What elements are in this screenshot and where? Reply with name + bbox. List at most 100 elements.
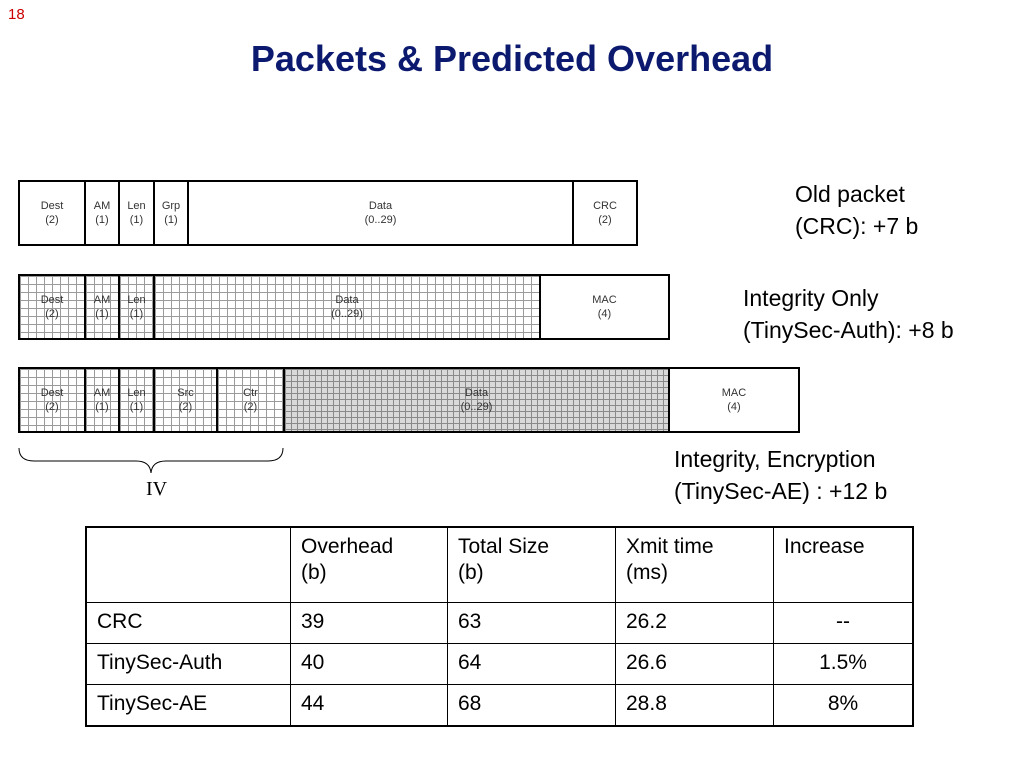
field-mac: MAC (4) [541,276,668,338]
field-grp: Grp (1) [155,182,189,244]
field-name: Grp [161,200,181,212]
table-cell: 68 [447,684,616,727]
table-cell: 44 [290,684,448,727]
field-am: AM (1) [86,369,120,431]
field-size: (1) [129,308,144,320]
header-text: (ms) [626,561,668,584]
packet-ae: Dest (2) AM (1) Len (1) Src (2) Ctr (2) … [18,367,800,433]
field-am: AM (1) [86,276,120,338]
table-cell: 40 [290,643,448,685]
header-cell: Xmit time (ms) [615,526,774,603]
field-name: Dest [40,387,64,399]
field-name: Len [127,200,146,212]
field-name: MAC [592,294,617,306]
caption-line: Old packet [795,181,905,207]
table-row: CRC 39 63 26.2 -- [85,602,914,644]
field-size: (0..29) [331,308,363,320]
field-size: (1) [95,401,109,413]
header-text: Xmit time [626,535,714,558]
caption-line: (TinySec-AE) : +12 b [674,478,888,504]
field-name: Ctr [243,387,258,399]
iv-brace [18,447,284,474]
table-cell: TinySec-AE [85,684,291,727]
field-dest: Dest (2) [20,276,86,338]
field-size: (2) [45,308,59,320]
field-size: (1) [129,401,144,413]
field-name: Data [464,387,489,399]
field-name: Src [177,387,194,399]
field-mac: MAC (4) [670,369,798,431]
field-size: (4) [597,308,612,320]
table-row: TinySec-AE 44 68 28.8 8% [85,684,914,727]
table-cell: 28.8 [615,684,774,727]
table-cell: 1.5% [773,643,914,685]
caption-line: (TinySec-Auth): +8 b [743,317,954,343]
caption-auth: Integrity Only (TinySec-Auth): +8 b [743,282,954,346]
field-size: (1) [95,214,109,226]
header-cell: Total Size (b) [447,526,616,603]
caption-line: Integrity Only [743,285,879,311]
field-dest: Dest (2) [20,369,86,431]
field-src: Src (2) [155,369,218,431]
packet-auth: Dest (2) AM (1) Len (1) Data (0..29) MAC… [18,274,670,340]
field-name: Data [335,294,359,306]
field-name: Dest [40,200,64,212]
table-cell: -- [773,602,914,644]
field-size: (4) [727,401,741,413]
field-size: (1) [95,308,109,320]
packet-old: Dest (2) AM (1) Len (1) Grp (1) Data (0.… [18,180,638,246]
field-size: (1) [164,214,178,226]
header-cell: Increase [773,526,914,603]
table-row: TinySec-Auth 40 64 26.6 1.5% [85,643,914,685]
table-cell: 26.6 [615,643,774,685]
field-name: Len [127,294,146,306]
caption-ae: Integrity, Encryption (TinySec-AE) : +12… [674,443,887,507]
header-cell: Overhead (b) [290,526,448,603]
header-cell [85,526,291,603]
slide-title: Packets & Predicted Overhead [250,38,774,79]
table-cell: 26.2 [615,602,774,644]
field-data: Data (0..29) [155,276,541,338]
table-cell: 63 [447,602,616,644]
field-name: AM [93,200,111,212]
overhead-table: Overhead (b) Total Size (b) Xmit time (m… [85,526,914,727]
table-cell: 8% [773,684,914,727]
caption-line: Integrity, Encryption [674,446,876,472]
field-data: Data (0..29) [189,182,574,244]
field-size: (2) [243,401,258,413]
field-name: CRC [593,200,617,212]
field-size: (1) [129,214,144,226]
field-data: Data (0..29) [285,369,670,431]
field-len: Len (1) [120,276,155,338]
field-name: Len [127,387,146,399]
field-name: Data [368,200,393,212]
caption-line: (CRC): +7 b [795,213,919,239]
field-size: (2) [45,214,59,226]
header-text: Increase [784,535,865,558]
page-number: 18 [8,6,25,23]
field-len: Len (1) [120,182,155,244]
field-name: Dest [40,294,64,306]
field-size: (2) [178,401,193,413]
field-size: (2) [598,214,612,226]
field-name: AM [93,387,111,399]
field-am: AM (1) [86,182,120,244]
header-text: Overhead [301,535,394,558]
field-crc: CRC (2) [574,182,636,244]
field-size: (0..29) [460,401,493,413]
field-name: MAC [721,387,747,399]
field-size: (2) [45,401,59,413]
table-cell: TinySec-Auth [85,643,291,685]
header-text: Total Size [458,535,550,558]
table-cell: 64 [447,643,616,685]
field-name: AM [93,294,111,306]
field-dest: Dest (2) [20,182,86,244]
field-size: (0..29) [364,214,397,226]
header-text: (b) [301,561,327,584]
table-header-row: Overhead (b) Total Size (b) Xmit time (m… [85,526,914,603]
table-cell: 39 [290,602,448,644]
field-len: Len (1) [120,369,155,431]
iv-label: IV [146,478,168,500]
header-text: (b) [458,561,484,584]
field-ctr: Ctr (2) [218,369,285,431]
